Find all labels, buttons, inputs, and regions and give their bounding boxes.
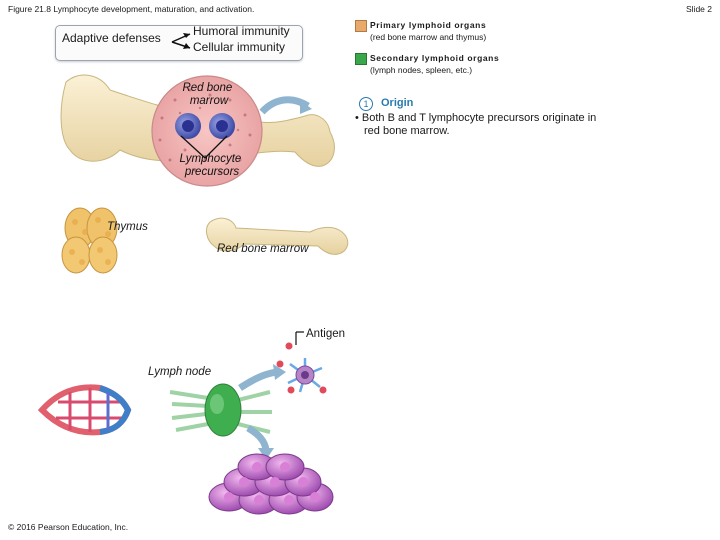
antigen-label: Antigen [306, 328, 346, 340]
secondary-organ-swatch [355, 53, 367, 65]
humoral-immunity-label: Humoral immunity [193, 24, 290, 38]
primary-organs-subtitle: (red bone marrow and thymus) [370, 32, 487, 42]
primary-organs-title: Primary lymphoid organs [370, 20, 487, 30]
step-text-line-1: • Both B and T lymphocyte precursors ori… [355, 112, 597, 124]
adaptive-defenses-box [55, 25, 303, 61]
secondary-organs-title: Secondary lymphoid organs [370, 53, 500, 63]
bone-marrow-magnified [151, 75, 263, 187]
antigen-icon [276, 342, 327, 394]
clonal-lymphocytes [208, 453, 334, 515]
red-bone-marrow-label: Red bone marrow [217, 243, 309, 255]
lymphocyte-precursors-line-1: Lymphocyte [180, 153, 242, 165]
antigen-presenting-cell [287, 358, 323, 393]
cellular-immunity-label: Cellular immunity [193, 40, 286, 54]
node-to-antigen-arrow [238, 368, 281, 391]
red-bone-marrow-top-label: Red bone marrow [182, 82, 235, 107]
copyright-text: © 2016 Pearson Education, Inc. [8, 522, 129, 532]
figure-title: Figure 21.8 Lymphocyte development, matu… [8, 4, 255, 14]
small-bone [206, 217, 349, 255]
secondary-organs-subtitle: (lymph nodes, spleen, etc.) [370, 65, 473, 75]
slide-number: Slide 2 [686, 4, 712, 14]
precursor-pointer-lines [180, 135, 228, 159]
primary-organ-swatch [355, 20, 367, 32]
lymphocyte-precursors-label: Lymphocyte precursors [180, 153, 245, 178]
red-bone-marrow-line-1: Red bone [182, 82, 232, 94]
lymph-node-label: Lymph node [148, 366, 212, 378]
lymphocyte-precursors-line-2: precursors [184, 166, 240, 178]
red-bone-marrow-line-2: marrow [190, 95, 229, 107]
adaptive-defenses-label: Adaptive defenses [62, 31, 161, 45]
thymus-label: Thymus [107, 221, 148, 233]
step-text-line-2: red bone marrow. [364, 125, 450, 137]
thymus-organ [61, 207, 118, 274]
step-title: Origin [381, 97, 414, 109]
lymphatic-vessel-network [37, 384, 132, 436]
branch-arrows-icon [171, 33, 191, 49]
lymph-node-organ [169, 383, 272, 437]
step-number-badge: 1 [359, 97, 373, 111]
